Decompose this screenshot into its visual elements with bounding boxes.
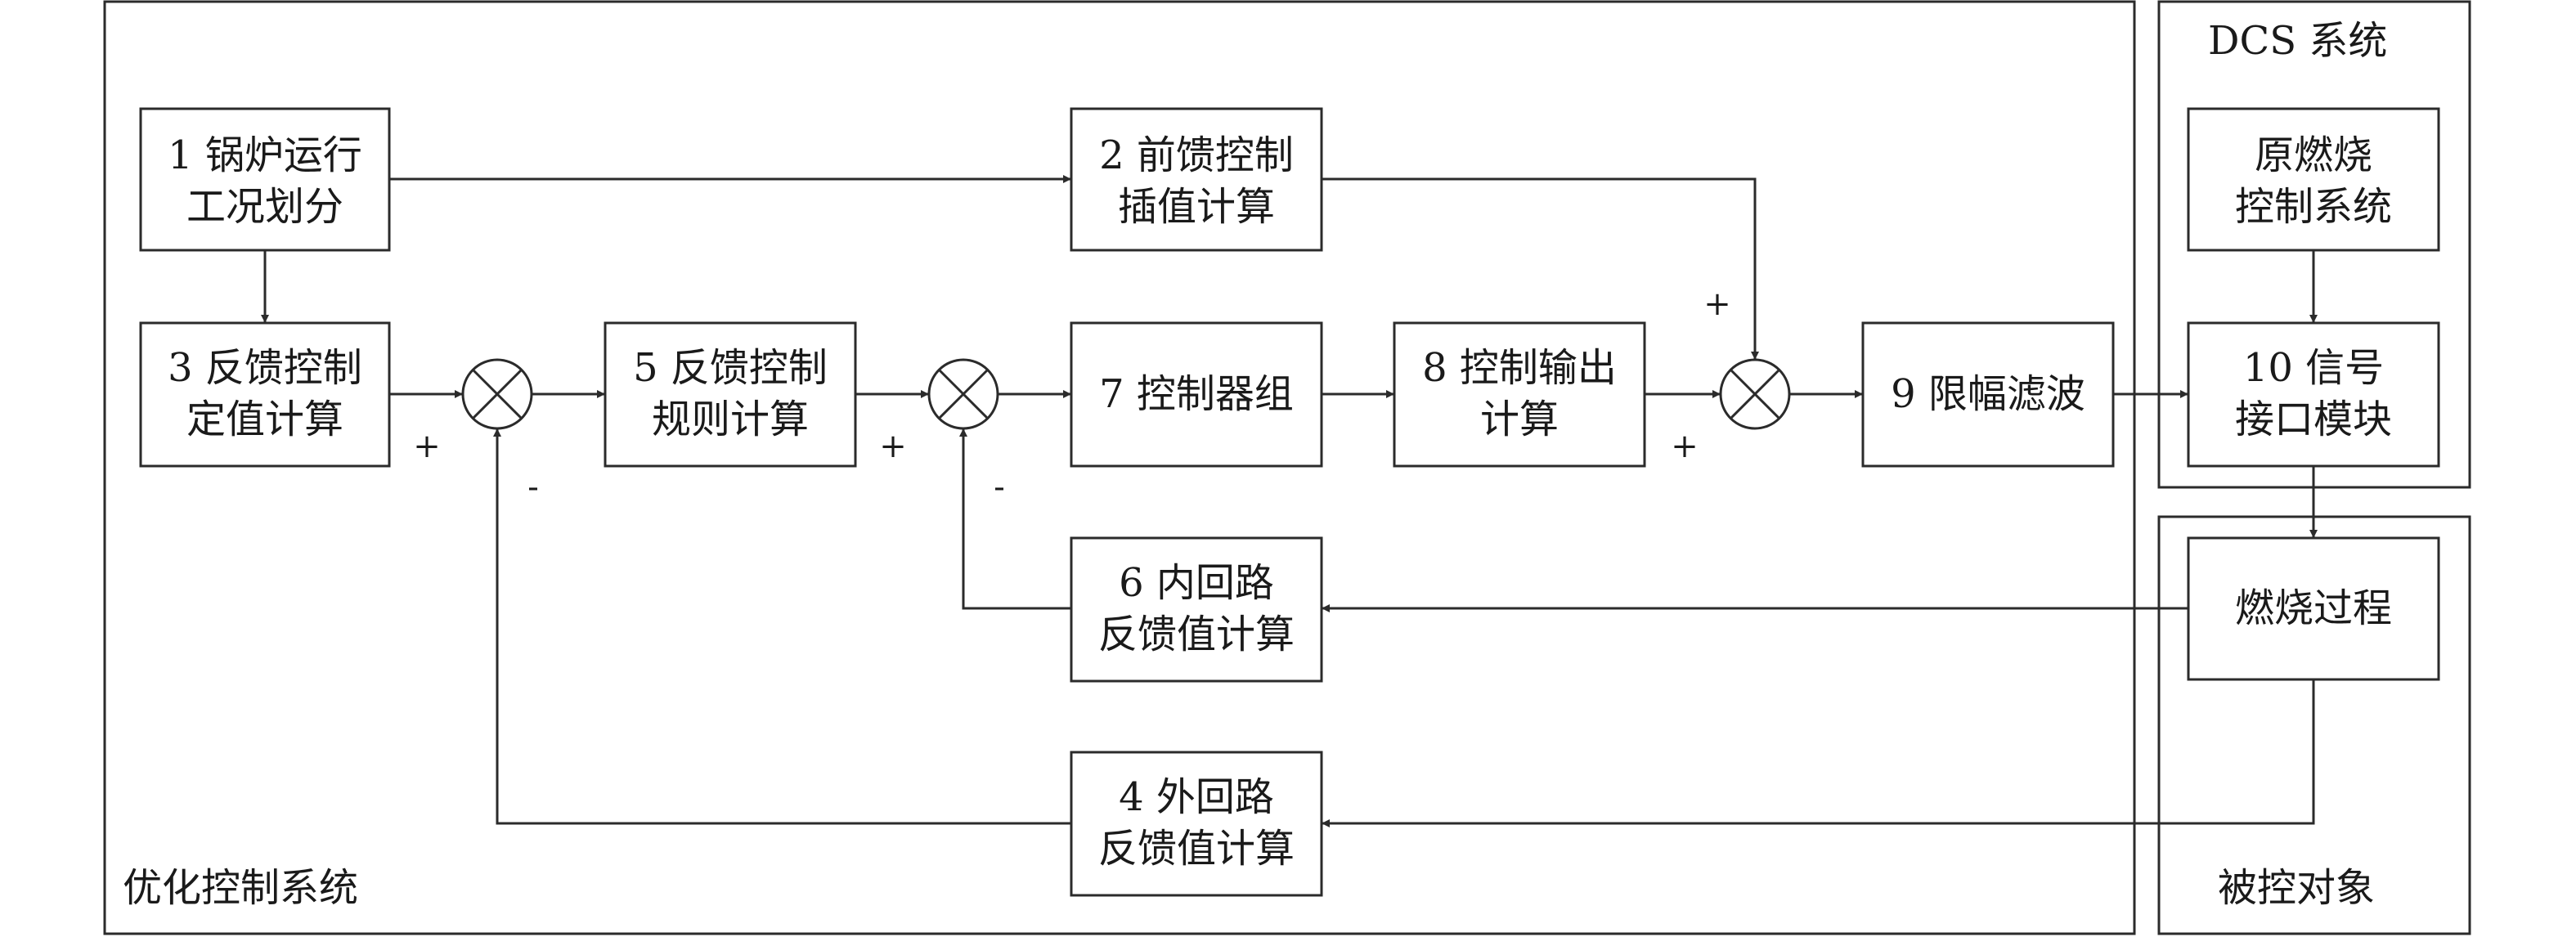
box-3-line-1: 3 反馈控制 [168, 345, 362, 391]
box-8-line-1: 8 控制输出 [1422, 345, 1617, 391]
junction-2-plus-sign: + [879, 428, 907, 465]
box-1-line-1: 1 锅炉运行 [168, 132, 362, 178]
box-4-line-2: 反馈值计算 [1098, 826, 1295, 872]
box-5-feedback-rule: 5 反馈控制 规则计算 [604, 321, 857, 468]
arrow-combustion-to-box4 [1322, 679, 2315, 827]
original-control-line-1: 原燃烧 [2255, 132, 2372, 178]
box-9-limit-filter: 9 限幅滤波 [1861, 321, 2115, 468]
box-1-operating-condition-division: 1 锅炉运行 工况划分 [139, 107, 391, 252]
box-1-line-2: 工况划分 [186, 184, 343, 230]
box-6-line-2: 反馈值计算 [1098, 612, 1295, 657]
box-combustion-process: 燃烧过程 [2187, 536, 2440, 681]
summing-junction-2 [927, 358, 999, 430]
box-original-combustion-control: 原燃烧 控制系统 [2187, 107, 2440, 252]
optimization-system-label: 优化控制系统 [123, 865, 358, 911]
box-10-line-2: 接口模块 [2235, 397, 2392, 442]
junction-3-plus-sign-left: + [1671, 428, 1699, 465]
box-7-controller-group: 7 控制器组 [1070, 321, 1323, 468]
arrow-box6-to-junction2 [959, 428, 1071, 610]
junction-3-plus-sign-top: + [1703, 285, 1731, 323]
box-4-line-1: 4 外回路 [1119, 774, 1274, 820]
box-5-line-2: 规则计算 [652, 397, 809, 442]
junction-2-minus-sign: - [994, 468, 1005, 506]
box-9-line-1: 9 限幅滤波 [1891, 371, 2085, 417]
box-2-feedforward-interpolation: 2 前馈控制 插值计算 [1070, 107, 1323, 252]
arrow-box4-to-junction1 [493, 428, 1071, 825]
box-3-line-2: 定值计算 [186, 397, 343, 442]
junction-1-plus-sign: + [413, 428, 441, 465]
controlled-object-label: 被控对象 [2218, 865, 2375, 911]
box-6-inner-loop-feedback: 6 内回路 反馈值计算 [1070, 536, 1323, 683]
box-8-control-output: 8 控制输出 计算 [1393, 321, 1646, 468]
box-2-line-1: 2 前馈控制 [1099, 132, 1294, 178]
box-10-signal-interface: 10 信号 接口模块 [2187, 321, 2440, 468]
box-6-line-1: 6 内回路 [1119, 560, 1274, 606]
box-7-line-1: 7 控制器组 [1099, 371, 1294, 417]
junction-1-minus-sign: - [527, 468, 539, 506]
box-8-line-2: 计算 [1480, 397, 1559, 442]
dcs-system-label: DCS 系统 [2208, 18, 2387, 64]
optimization-system-frame [103, 0, 2136, 935]
summing-junction-3 [1719, 358, 1791, 430]
box-5-line-1: 5 反馈控制 [633, 345, 828, 391]
summing-junction-1 [461, 358, 533, 430]
box-3-feedback-setpoint: 3 反馈控制 定值计算 [139, 321, 391, 468]
box-10-line-1: 10 信号 [2243, 345, 2384, 391]
box-4-outer-loop-feedback: 4 外回路 反馈值计算 [1070, 751, 1323, 897]
arrow-box2-to-junction3 [1322, 177, 1759, 360]
box-2-line-2: 插值计算 [1118, 184, 1275, 230]
combustion-process-line-1: 燃烧过程 [2235, 585, 2392, 631]
original-control-line-2: 控制系统 [2235, 184, 2392, 230]
